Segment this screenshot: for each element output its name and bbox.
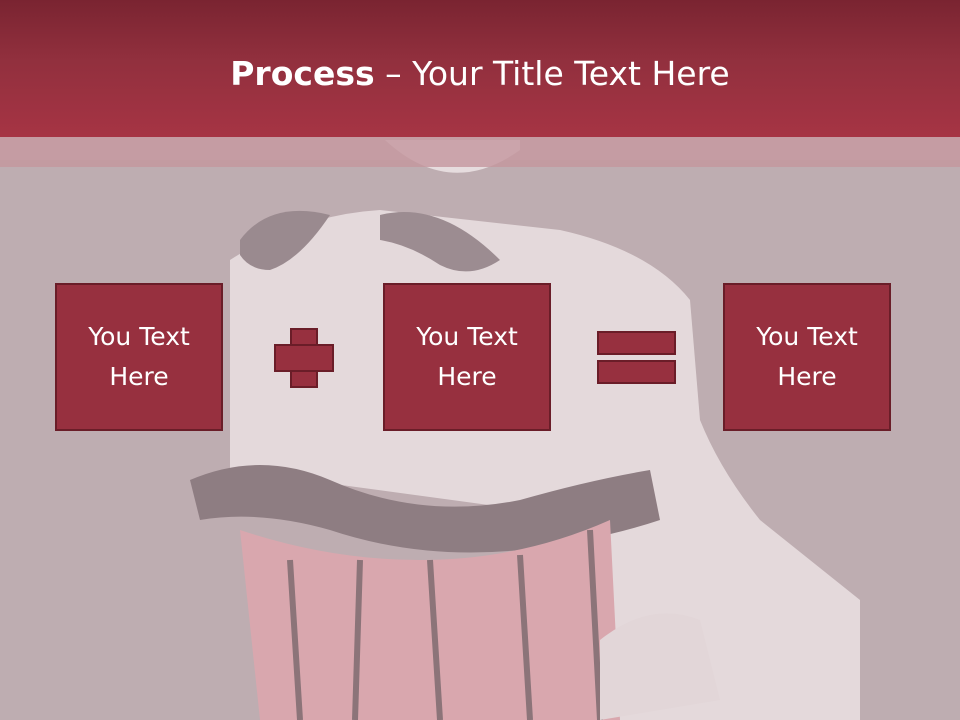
plus-icon-center: [292, 346, 316, 370]
title-bold: Process: [230, 54, 375, 93]
header-strip: [0, 137, 960, 167]
equals-icon-top-bar: [597, 331, 676, 355]
text-box-1-line1: You Text: [88, 322, 190, 351]
text-box-3-line2: Here: [777, 362, 837, 391]
text-box-2-line1: You Text: [416, 322, 518, 351]
text-box-1-line2: Here: [109, 362, 169, 391]
text-box-3-line1: You Text: [756, 322, 858, 351]
equals-icon-bottom-bar: [597, 360, 676, 384]
text-box-2-line2: Here: [437, 362, 497, 391]
title-rest: – Your Title Text Here: [374, 54, 730, 93]
slide-title: Process – Your Title Text Here: [0, 52, 960, 96]
title-bar: [0, 0, 960, 137]
